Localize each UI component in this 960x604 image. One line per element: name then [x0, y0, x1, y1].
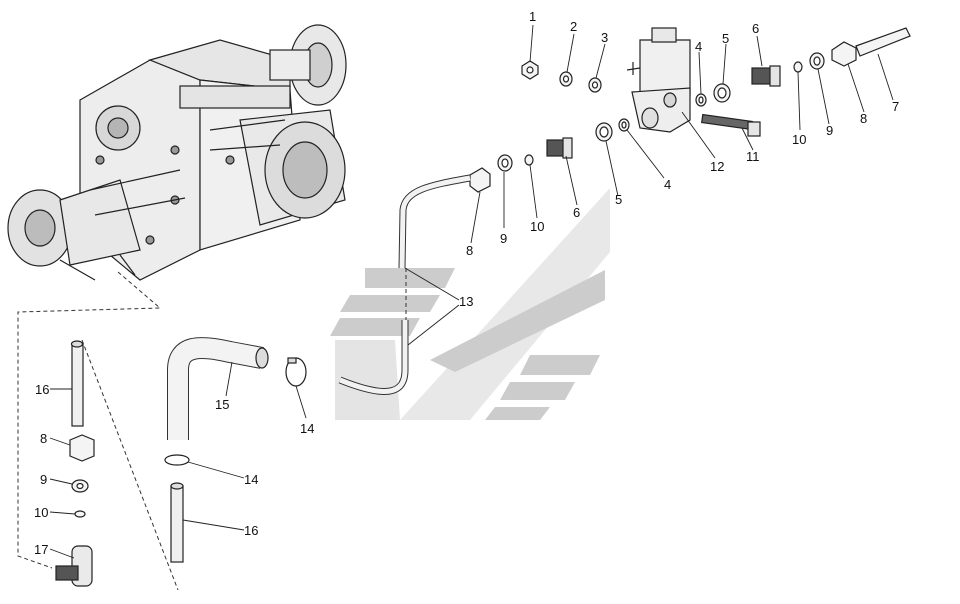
callout-17: 17: [34, 542, 49, 557]
gearbox-assembly: [7, 24, 347, 281]
callout-14b: 14: [244, 472, 259, 487]
callout-14: 14: [300, 421, 315, 436]
valve-assembly-parts: [338, 27, 911, 395]
callout-10: 10: [792, 132, 807, 147]
callout-7: 7: [892, 99, 900, 114]
callout-9c: 9: [40, 472, 48, 487]
callout-4: 4: [695, 39, 703, 54]
callout-5: 5: [722, 31, 730, 46]
callout-13: 13: [459, 294, 474, 309]
callout-9b: 9: [500, 231, 508, 246]
leader-lines: [49, 24, 894, 559]
callout-11: 11: [746, 149, 760, 164]
callout-12: 12: [710, 159, 725, 174]
callout-16b: 16: [244, 523, 259, 538]
callout-6: 6: [752, 21, 760, 36]
detail-outline: [17, 268, 407, 591]
callout-10b: 10: [530, 219, 545, 234]
callout-3: 3: [601, 30, 609, 45]
callout-8b: 8: [466, 243, 474, 258]
callout-2: 2: [570, 19, 578, 34]
callout-15: 15: [215, 397, 230, 412]
callout-16: 16: [35, 382, 50, 397]
callout-8c: 8: [40, 431, 48, 446]
callout-4b: 4: [664, 177, 672, 192]
callout-10c: 10: [34, 505, 49, 520]
callout-6b: 6: [573, 205, 581, 220]
callout-9: 9: [826, 123, 834, 138]
callout-8: 8: [860, 111, 868, 126]
callout-1: 1: [529, 9, 537, 24]
watermark-logo: [330, 188, 610, 420]
callout-5b: 5: [615, 192, 623, 207]
hose-parts: [55, 337, 307, 587]
